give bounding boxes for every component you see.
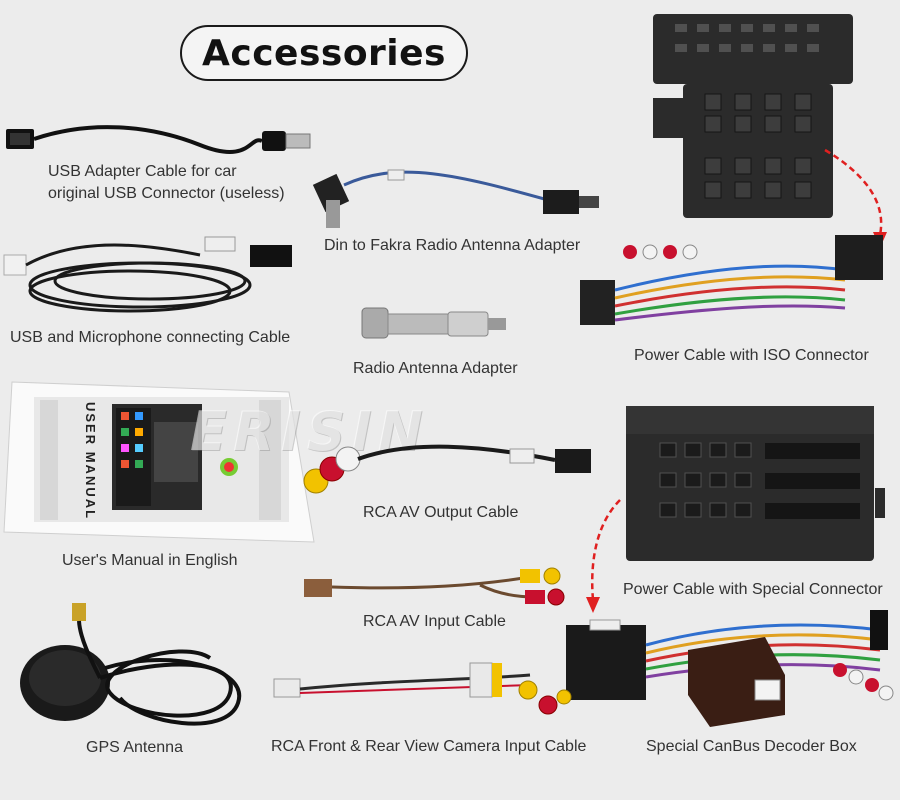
iso-power-harness-image [580,148,887,325]
iso-power-label: Power Cable with ISO Connector [634,347,869,364]
radio-antenna-label: Radio Antenna Adapter [353,360,518,377]
special-connector-arrow [586,499,621,613]
camera-input-label: RCA Front & Rear View Camera Input Cable [271,738,587,755]
user-manual-image [3,381,315,543]
manual-label: User's Manual in English [62,552,238,569]
rca-output-label: RCA AV Output Cable [363,504,519,521]
usb-adapter-label-line2: original USB Connector (useless) [48,185,285,202]
canbus-harness-image [566,610,894,727]
usb-adapter-label-line1: USB Adapter Cable for car [48,163,237,180]
usb-mic-cable-image [3,236,292,313]
usb-adapter-cable-image [6,125,311,154]
din-fakra-adapter-image [312,169,599,228]
page-title: Accessories [202,32,446,74]
gps-antenna-image [20,603,242,726]
rca-output-cable-image [303,444,591,494]
rca-input-cable-image [304,567,565,606]
special-connector-image [626,406,885,561]
manual-cover-title: USER MANUAL [83,402,98,521]
special-power-label: Power Cable with Special Connector [623,581,883,598]
iso-connector-image [653,14,853,218]
camera-input-cable-image [273,662,572,715]
din-fakra-label: Din to Fakra Radio Antenna Adapter [324,237,581,254]
canbus-label: Special CanBus Decoder Box [646,738,857,755]
radio-antenna-adapter-image [361,307,506,339]
gps-label: GPS Antenna [86,739,183,756]
rca-input-label: RCA AV Input Cable [363,613,506,630]
usb-adapter-label: USB Adapter Cable for car original USB C… [48,161,285,205]
usb-mic-label: USB and Microphone connecting Cable [10,329,291,346]
accessories-title-pill: Accessories [180,25,468,81]
